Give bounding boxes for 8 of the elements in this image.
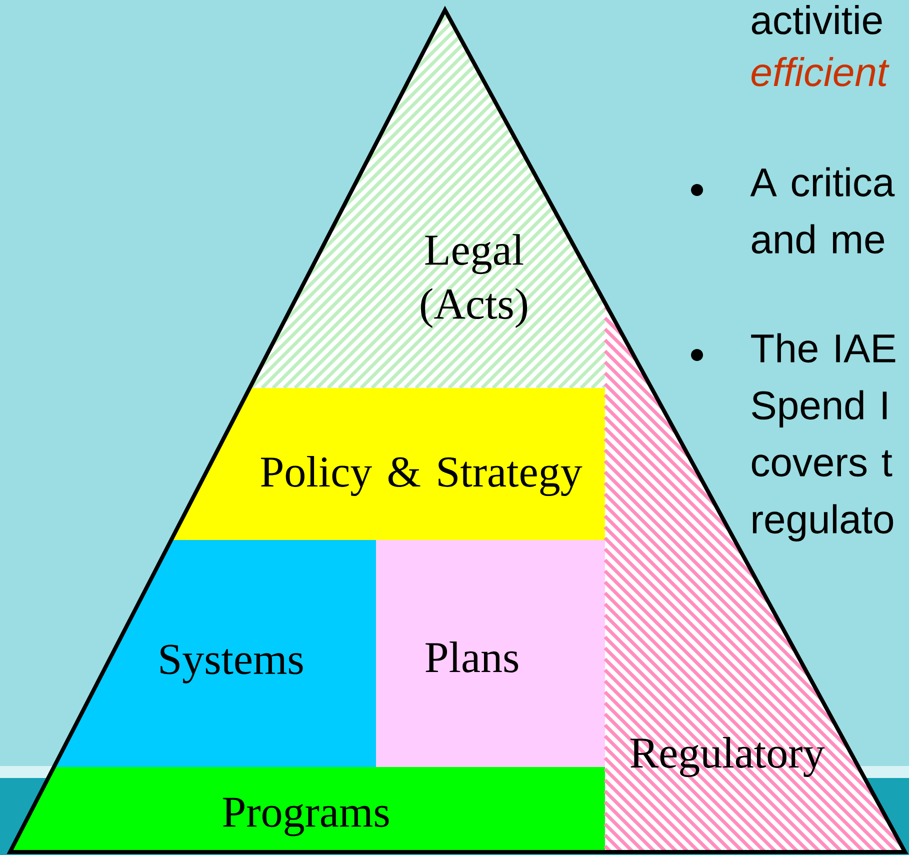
text-line: efficient xyxy=(752,57,890,86)
text-line: activitie xyxy=(752,5,882,34)
pyramid-section: Plans xyxy=(376,540,605,767)
pyramid-section: Programs xyxy=(10,767,605,852)
bullet-text: The IAE Spend I covers t regulato xyxy=(751,333,896,542)
pyramid-section: Legal (Acts) xyxy=(249,10,607,390)
bullet-text: A critica and me xyxy=(750,167,895,254)
pyramid-section: Systems xyxy=(54,540,376,767)
